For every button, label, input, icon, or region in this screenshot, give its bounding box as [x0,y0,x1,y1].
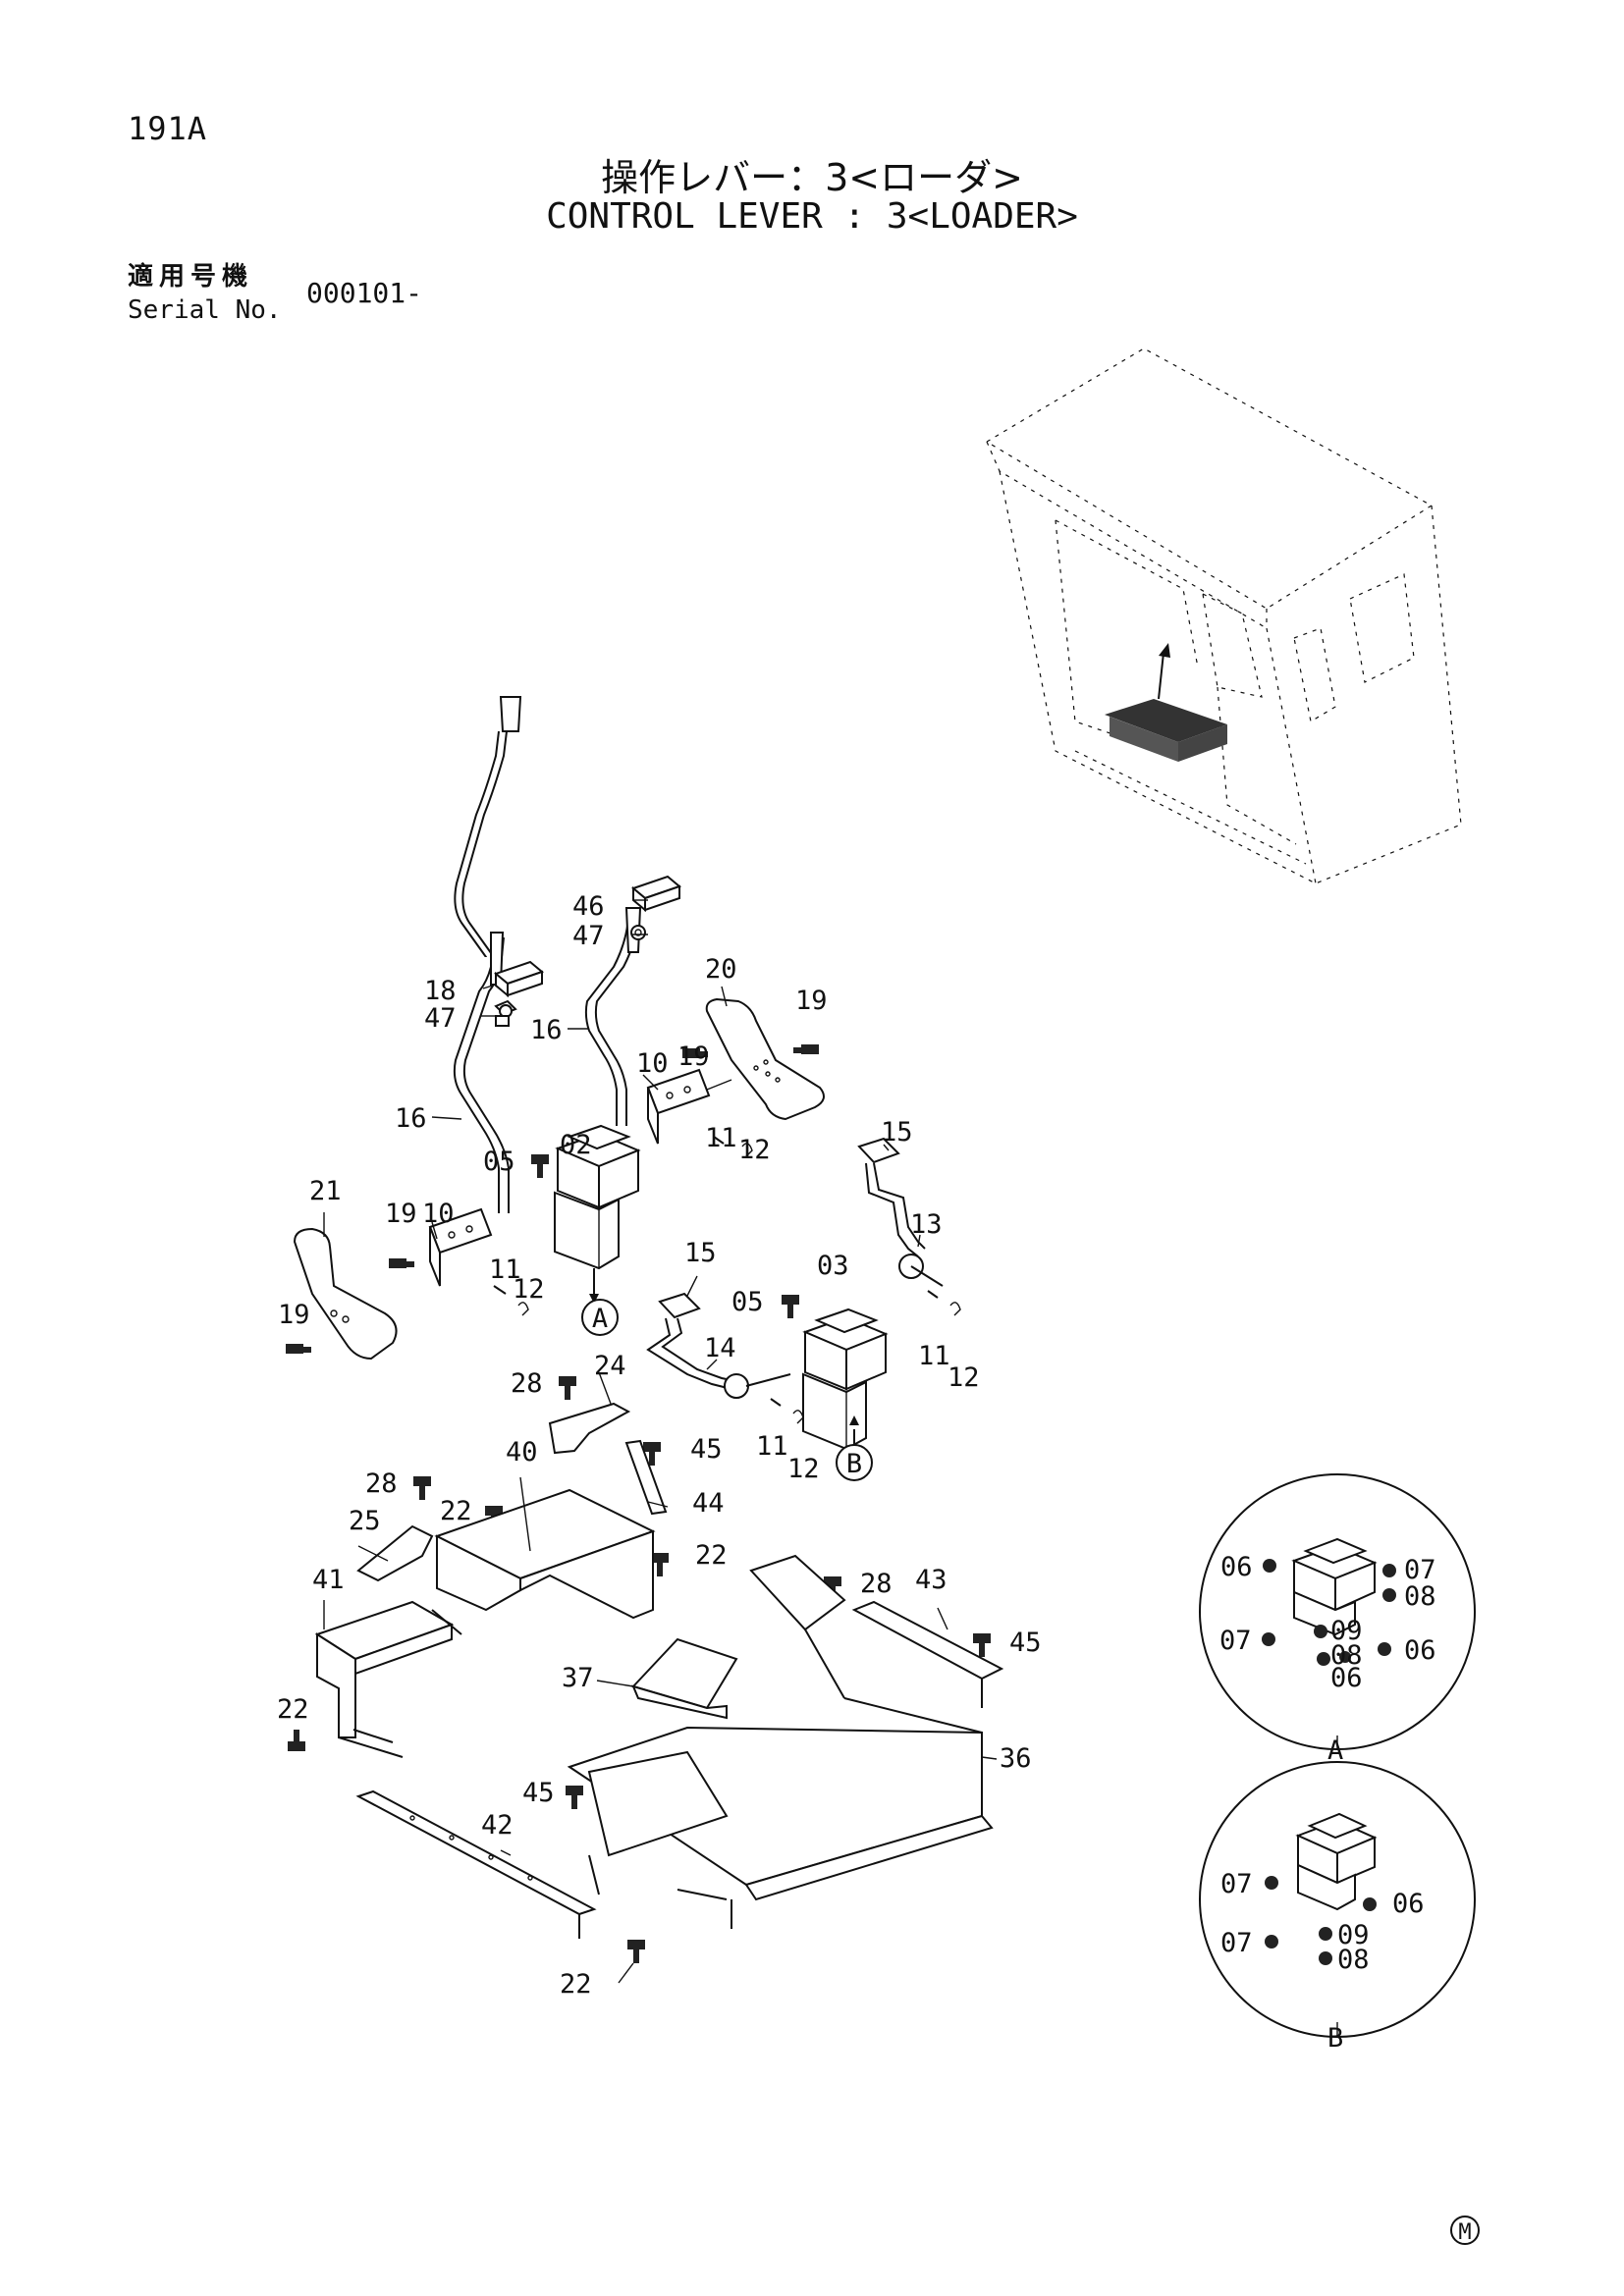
callout-45: 45 [690,1434,723,1465]
title-japanese: 操作レバー：3<ローダ> [601,156,1023,199]
callout-12: 12 [947,1362,980,1393]
page-code: 191A [128,110,208,147]
callout-36: 36 [1000,1743,1032,1774]
callout-03: 03 [817,1251,849,1281]
callout-45: 45 [522,1778,555,1808]
callout-02: 02 [560,1130,592,1160]
callout-22: 22 [440,1496,472,1526]
callout-40: 40 [506,1437,538,1468]
callout-19: 19 [385,1199,417,1229]
callout-19: 19 [677,1041,710,1072]
callout-46: 46 [572,891,605,922]
pilot-valve-02 [554,1124,641,1304]
cab-illustration [985,347,1462,884]
callout-28: 28 [365,1468,398,1499]
callout-18: 18 [424,976,457,1006]
cab-console-icon [1105,643,1227,762]
detail-b-label: B [1327,2023,1343,2054]
callout-42: 42 [481,1810,514,1841]
callout-05: 05 [483,1147,515,1177]
pilot-valve-03 [802,1308,889,1451]
pedal-20 [705,997,825,1121]
serial-label-en: Serial No. [128,295,282,325]
callout-22: 22 [695,1540,728,1571]
m-mark-circle [1450,2216,1480,2245]
detail-a-06: 06 [1220,1552,1253,1582]
detail-b-08: 08 [1337,1945,1370,1975]
callout-05: 05 [731,1287,764,1317]
callout-44: 44 [692,1488,725,1519]
detail-a-08: 08 [1404,1581,1436,1612]
detail-a-06: 06 [1330,1663,1363,1693]
callout-21: 21 [309,1176,342,1206]
detail-a-label: A [1327,1735,1343,1766]
callout-numbers: 46 47 18 47 20 19 16 19 10 16 05 02 11 1… [277,891,1042,2000]
callout-47: 47 [424,1003,457,1034]
callout-12: 12 [738,1135,771,1165]
marker-a-circle [581,1299,619,1336]
callout-12: 12 [513,1274,545,1305]
serial-label-jp: 適用号機 [128,262,254,292]
detail-a-09: 09 [1330,1616,1363,1646]
marker-b-circle [836,1444,873,1481]
callout-15: 15 [684,1238,717,1268]
callout-28: 28 [511,1368,543,1399]
bolt-icons [286,1044,991,1963]
callout-16: 16 [395,1103,427,1134]
detail-b: 07 06 07 09 08 B [1199,1761,1476,2054]
callout-13: 13 [910,1209,943,1240]
callout-20: 20 [705,954,737,985]
callout-15: 15 [881,1117,913,1148]
detail-a-06: 06 [1404,1635,1436,1666]
callout-11: 11 [489,1255,521,1285]
callout-25: 25 [349,1506,381,1536]
leader-lines [323,899,998,1984]
callout-43: 43 [915,1565,947,1595]
callout-14: 14 [704,1333,736,1363]
detail-a-07: 07 [1219,1626,1252,1656]
detail-b-06: 06 [1392,1889,1425,1919]
pedal-21 [293,1227,398,1361]
callout-10: 10 [636,1048,669,1079]
detail-b-07: 07 [1220,1869,1253,1899]
callout-24: 24 [594,1351,626,1381]
callout-12: 12 [787,1454,820,1484]
callout-11: 11 [705,1123,737,1153]
bracket-40-41 [314,1488,656,1758]
callout-41: 41 [312,1565,345,1595]
callout-28: 28 [860,1569,893,1599]
callout-19: 19 [278,1300,310,1330]
detail-b-07: 07 [1220,1928,1253,1958]
callout-10: 10 [422,1199,455,1229]
serial-label: 適用号機 Serial No. [128,260,282,327]
serial-value: 000101- [306,277,423,309]
callout-11: 11 [918,1341,950,1371]
callout-22: 22 [277,1694,309,1725]
marker-a: A [592,1304,608,1334]
detail-a-07: 07 [1404,1555,1436,1585]
callout-22: 22 [560,1969,592,2000]
callout-11: 11 [756,1431,788,1462]
detail-a-08: 08 [1330,1640,1363,1671]
callout-16: 16 [530,1015,563,1045]
title-english: CONTROL LEVER : 3<LOADER> [546,196,1078,237]
detail-b-09: 09 [1337,1920,1370,1950]
frame-36 [567,1554,994,1929]
callout-19: 19 [795,986,828,1016]
callout-47: 47 [572,921,605,951]
callout-45: 45 [1009,1628,1042,1658]
detail-a: 06 07 08 07 09 08 06 06 A [1199,1473,1476,1766]
callout-37: 37 [562,1663,594,1693]
m-mark: M [1458,2220,1471,2245]
marker-b: B [846,1449,862,1479]
